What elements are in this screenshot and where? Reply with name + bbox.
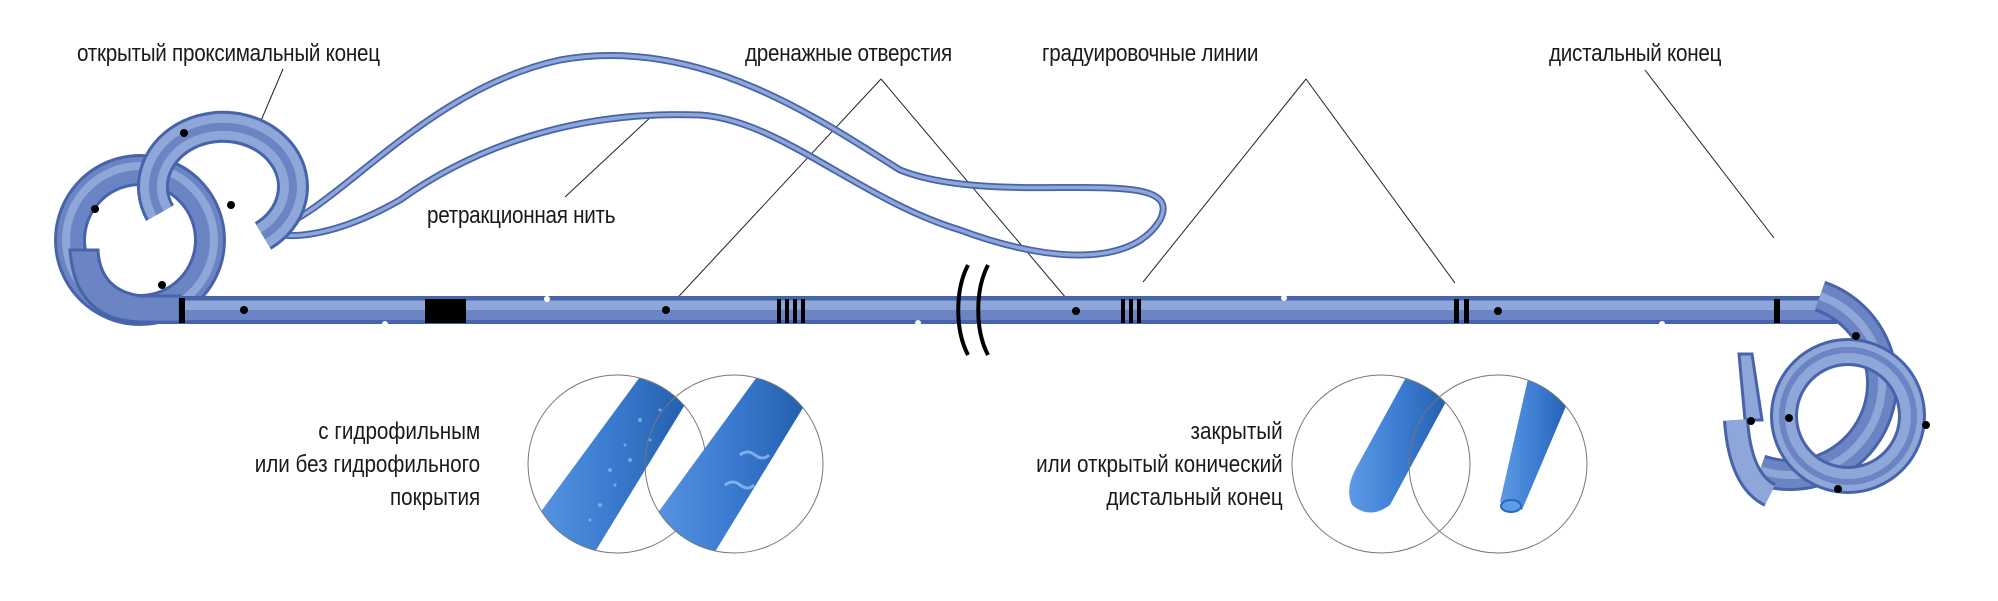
- label-retraction-thread: ретракционная нить: [427, 202, 616, 229]
- tip-caption-line2: или открытый конический: [1036, 451, 1283, 478]
- tip-caption-line1: закрытый: [1190, 418, 1283, 445]
- retraction-thread: [259, 52, 1167, 259]
- coating-caption-line1: с гидрофильным: [318, 418, 480, 445]
- label-distal-end: дистальный конец: [1549, 40, 1722, 67]
- open-conical-tip-view: [1408, 374, 1588, 554]
- label-graduation-lines: градуировочные линии: [1042, 40, 1259, 67]
- leader-lines: [256, 68, 1775, 312]
- coating-caption-line3: покрытия: [389, 484, 480, 511]
- tip-caption-line3: дистальный конец: [1106, 484, 1283, 511]
- closed-tip-view: [1291, 374, 1471, 554]
- label-proximal-end: открытый проксимальный конец: [77, 40, 380, 67]
- non-hydrophilic-coating-view: [644, 374, 824, 554]
- label-drainage-holes: дренажные отверстия: [745, 40, 952, 67]
- coating-caption: с гидрофильным или без гидрофильного пок…: [255, 415, 480, 514]
- break-symbol-icon: [956, 264, 990, 356]
- distal-coil: [1723, 280, 1930, 507]
- coating-caption-line2: или без гидрофильного: [254, 451, 480, 478]
- tip-caption: закрытый или открытый конический дисталь…: [1036, 415, 1283, 514]
